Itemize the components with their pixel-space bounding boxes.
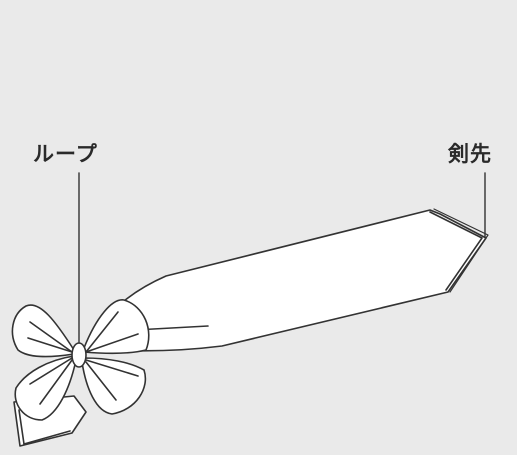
bow-loop: [11, 299, 150, 421]
tie-blade: [95, 208, 489, 352]
blade-tip-label: 剣先: [448, 142, 492, 166]
bow-knot: [71, 342, 87, 368]
loop-label: ループ: [33, 142, 98, 166]
